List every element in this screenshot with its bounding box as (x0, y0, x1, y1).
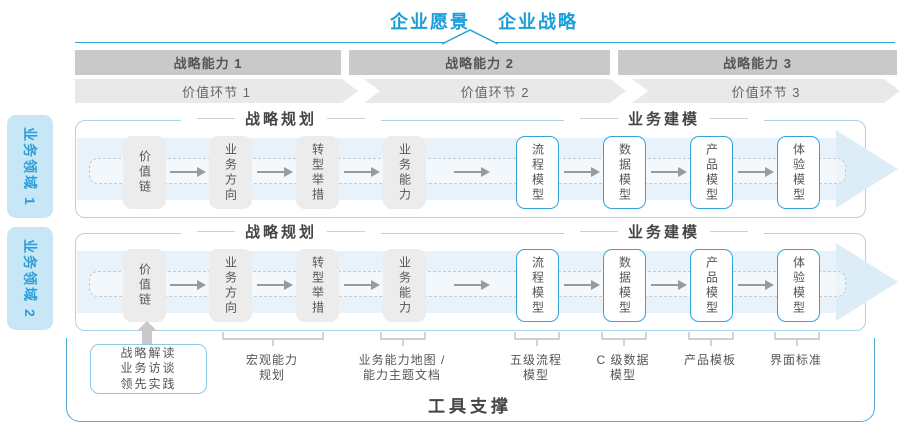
brace-connector (380, 331, 426, 346)
value-link-chevron-2: 价值环节 2 (364, 79, 626, 103)
tool-support-container (66, 338, 875, 422)
brace-connector (222, 331, 324, 346)
node-value-chain: 价值链 (123, 249, 166, 322)
input-line: 业务访谈 (120, 361, 177, 376)
business-domain-label-1: 业务领域 1 (7, 115, 53, 218)
annotation-macro-capability: 宏观能力 规划 (245, 353, 298, 382)
flow-arrow-head (836, 243, 898, 321)
annotation-product-template: 产品模板 (683, 353, 736, 367)
flow-arrow (344, 167, 380, 177)
annotation-data-model: C 级数据 模型 (596, 353, 650, 382)
node-business-direction: 业务方向 (209, 136, 252, 209)
strategy-inputs-box: 战略解读 业务访谈 领先实践 (90, 344, 207, 394)
node-process-model: 流程模型 (516, 136, 559, 209)
node-process-model: 流程模型 (516, 249, 559, 322)
up-arrow-stem (142, 330, 152, 344)
flow-arrow (651, 280, 687, 290)
node-product-model: 产品模型 (690, 136, 733, 209)
flow-arrow (651, 167, 687, 177)
peak-triangle (440, 28, 500, 50)
flow-row-domain-2: 战略规划 业务建模 价值链 业务方向 转型举措 业务能力 流程模型 数据模型 产… (75, 223, 898, 331)
brace-connector (688, 331, 734, 346)
node-value-chain: 价值链 (123, 136, 166, 209)
flow-arrow (344, 280, 380, 290)
value-link-chevron-3: 价值环节 3 (632, 79, 900, 103)
node-transformation-initiatives: 转型举措 (296, 136, 339, 209)
tool-support-label: 工具支撑 (428, 397, 512, 416)
enterprise-vision-label: 企业愿景 (390, 12, 470, 32)
strategic-capability-bar-1: 战略能力 1 (75, 50, 341, 75)
node-business-direction: 业务方向 (209, 249, 252, 322)
strategic-capability-bar-3: 战略能力 3 (618, 50, 897, 75)
annotation-interface-standard: 界面标准 (769, 353, 822, 367)
section-header-business-modeling: 业务建模 (563, 223, 765, 243)
flow-arrow (454, 167, 490, 177)
brace-connector (514, 331, 560, 346)
input-line: 战略解读 (120, 345, 177, 360)
node-data-model: 数据模型 (603, 136, 646, 209)
value-link-chevron-1: 价值环节 1 (75, 79, 358, 103)
section-header-strategic-planning: 战略规划 (180, 110, 382, 130)
flow-arrow (257, 167, 293, 177)
node-data-model: 数据模型 (603, 249, 646, 322)
annotation-process-model: 五级流程 模型 (509, 353, 562, 382)
node-product-model: 产品模型 (690, 249, 733, 322)
input-line: 领先实践 (120, 376, 177, 391)
node-business-capability: 业务能力 (383, 249, 426, 322)
business-domain-label-2: 业务领域 2 (7, 227, 53, 330)
strategic-capability-bar-2: 战略能力 2 (349, 50, 610, 75)
flow-arrow (257, 280, 293, 290)
enterprise-strategy-label: 企业战略 (498, 12, 578, 32)
top-title: 企业愿景 企业战略 (390, 8, 578, 34)
brace-connector (601, 331, 647, 346)
flow-arrow (170, 167, 206, 177)
flow-arrow (738, 280, 774, 290)
flow-arrow (738, 167, 774, 177)
node-business-capability: 业务能力 (383, 136, 426, 209)
flow-arrow (564, 280, 600, 290)
node-transformation-initiatives: 转型举措 (296, 249, 339, 322)
node-experience-model: 体验模型 (777, 136, 820, 209)
section-header-business-modeling: 业务建模 (563, 110, 765, 130)
flow-arrow (564, 167, 600, 177)
up-arrow-icon (137, 321, 157, 331)
flow-arrow (454, 280, 490, 290)
section-header-strategic-planning: 战略规划 (180, 223, 382, 243)
brace-connector (774, 331, 820, 346)
flow-arrow-head (836, 130, 898, 208)
node-experience-model: 体验模型 (777, 249, 820, 322)
flow-arrow (170, 280, 206, 290)
flow-row-domain-1: 战略规划 业务建模 价值链 业务方向 转型举措 业务能力 流程模型 数据模型 产… (75, 110, 898, 218)
annotation-capability-map: 业务能力地图 / 能力主题文档 (358, 353, 446, 382)
